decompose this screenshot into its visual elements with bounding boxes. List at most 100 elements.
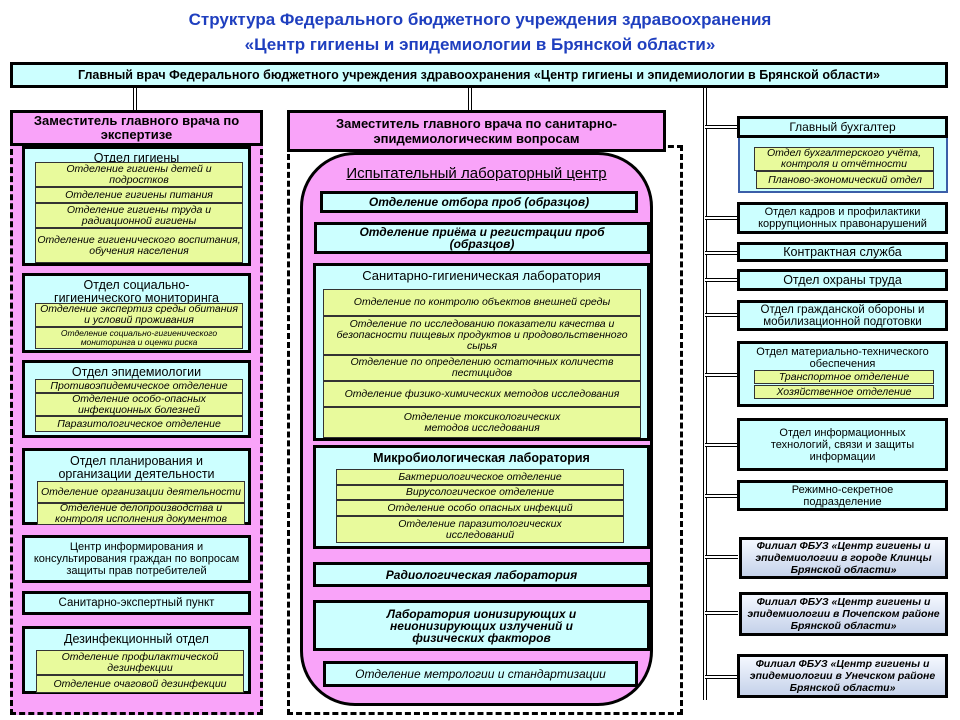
sub-unit: Отделение очаговой дезинфекции [36, 675, 244, 693]
radio-lab-label: Радиологическая лаборатория [385, 567, 578, 582]
secret-label: Режимно-секретное подразделение [791, 483, 894, 508]
sub-unit: Отделение по определению остаточных коли… [323, 355, 641, 381]
branch-label: Филиал ФБУЗ «Центр гигиены и эпидемиолог… [755, 540, 932, 576]
micro-lab: Микробиологическая лаборатория Бактериол… [313, 445, 650, 549]
ionizing-lab-label: Лаборатория ионизирующих и неионизирующи… [386, 606, 577, 645]
sub-unit: Противоэпидемическое отделение [35, 379, 243, 393]
contract-label: Контрактная служба [783, 245, 902, 259]
sub-unit: Отделение гигиенического воспитания, обу… [35, 228, 243, 263]
dept-disinfection: Дезинфекционный отдел Отделение профилак… [22, 626, 251, 694]
chief-doctor-box: Главный врач Федерального бюджетного учр… [10, 62, 948, 88]
branch-label: Филиал ФБУЗ «Центр гигиены и эпидемиолог… [749, 658, 936, 694]
reception-label: Отделение приёма и регистрации проб (обр… [359, 225, 605, 251]
sub-unit: Отделение особо-опасных инфекционных бол… [35, 393, 243, 416]
branch-klintsy: Филиал ФБУЗ «Центр гигиены и эпидемиолог… [739, 537, 948, 579]
civil-label: Отдел гражданской обороны и мобилизацион… [760, 303, 925, 328]
connector [705, 251, 738, 255]
connector [705, 675, 738, 679]
chief-doctor-label: Главный врач Федерального бюджетного учр… [78, 68, 880, 82]
sub-unit: Отделение особо опасных инфекций [336, 500, 624, 516]
dept-monitoring: Отдел социально-гигиенического мониторин… [22, 273, 251, 353]
dept-title: Отдел социально-гигиенического мониторин… [54, 278, 219, 305]
secret-unit: Режимно-секретное подразделение [737, 480, 948, 511]
sub-unit: Отделение организации деятельности [37, 481, 245, 503]
dept-title: Отдел эпидемиологии [71, 365, 202, 379]
connector [705, 278, 738, 282]
sub-unit: Бактериологическое отделение [336, 469, 624, 485]
accountant-group: Отдел бухгалтерского учёта, контроля и о… [738, 136, 948, 193]
connector-trunk [703, 86, 707, 700]
sub-unit: Отделение паразитологических исследовани… [336, 516, 624, 543]
sub-unit: Отделение экспертиз среды обитания и усл… [35, 303, 243, 327]
title-line-1: Структура Федерального бюджетного учрежд… [188, 10, 772, 29]
dept-title: Отдел планирования и организации деятель… [58, 454, 215, 481]
sampling-dept: Отделение отбора проб (образцов) [320, 191, 638, 213]
ionizing-lab: Лаборатория ионизирующих и неионизирующи… [313, 600, 650, 651]
chief-accountant: Главный бухгалтер [737, 116, 948, 138]
sub-unit: Транспортное отделение [754, 370, 934, 384]
expert-point-label: Санитарно-экспертный пункт [58, 597, 215, 609]
sub-unit: Хозяйственное отделение [754, 385, 934, 399]
sub-unit: Отделение делопроизводства и контроля ис… [37, 503, 245, 525]
sub-unit: Отделение гигиены детей и подростков [35, 162, 243, 187]
deputy-expertise: Заместитель главного врача по экспертизе [10, 110, 263, 146]
contract-service: Контрактная служба [737, 242, 948, 262]
branch-unecha: Филиал ФБУЗ «Центр гигиены и эпидемиолог… [737, 654, 948, 698]
sub-unit: Отдел бухгалтерского учёта, контроля и о… [754, 147, 934, 171]
dept-hygiene: Отдел гигиены Отделение гигиены детей и … [22, 146, 251, 266]
chief-accountant-label: Главный бухгалтер [789, 120, 896, 134]
dept-title: Отдел материально-технического обеспечен… [756, 346, 929, 370]
sub-unit: Паразитологическое отделение [35, 416, 243, 432]
connector [705, 611, 738, 615]
metrology-label: Отделение метрологии и стандартизации [355, 667, 606, 681]
hr-dept: Отдел кадров и профилактики коррупционны… [737, 202, 948, 234]
dept-title: Дезинфекционный отдел [64, 632, 209, 646]
branch-label: Филиал ФБУЗ «Центр гигиены и эпидемиолог… [747, 596, 940, 632]
deputy-sanepid: Заместитель главного врача по санитарно-… [287, 110, 666, 152]
it-dept: Отдел информационных технологий, связи и… [737, 418, 948, 471]
branch-pochep: Филиал ФБУЗ «Центр гигиены и эпидемиолог… [739, 592, 948, 636]
sub-unit: Отделение профилактической дезинфекции [36, 650, 244, 675]
sub-unit: Вирусологическое отделение [336, 485, 624, 500]
lab-title: Санитарно-гигиеническая лаборатория [362, 268, 601, 283]
reception-dept: Отделение приёма и регистрации проб (обр… [314, 222, 650, 254]
expert-point: Санитарно-экспертный пункт [22, 591, 251, 615]
deputy-sanepid-label: Заместитель главного врача по санитарно-… [335, 116, 617, 146]
sampling-label: Отделение отбора проб (образцов) [368, 195, 590, 209]
labor-label: Отдел охраны труда [783, 273, 902, 287]
info-center-label: Центр информирования и консультирования … [33, 541, 240, 577]
sub-unit: Отделение токсикологических методов иссл… [323, 407, 641, 438]
connector [705, 494, 738, 498]
sub-unit: Отделение социально-гигиенического монит… [35, 327, 243, 349]
sub-unit: Отделение по исследованию показатели кач… [323, 316, 641, 355]
connector [705, 313, 738, 317]
labor-safety-dept: Отдел охраны труда [737, 269, 948, 291]
supply-dept: Отдел материально-технического обеспечен… [737, 341, 948, 407]
sub-unit: Отделение по контролю объектов внешней с… [323, 289, 641, 316]
metrology-dept: Отделение метрологии и стандартизации [323, 661, 638, 687]
sub-unit: Отделение физико-химических методов иссл… [323, 381, 641, 407]
deputy-expertise-label: Заместитель главного врача по экспертизе [33, 113, 240, 142]
sanitary-lab: Санитарно-гигиеническая лаборатория Отде… [313, 263, 650, 441]
lab-title: Микробиологическая лаборатория [373, 451, 590, 465]
connector [705, 373, 738, 377]
civil-defense-dept: Отдел гражданской обороны и мобилизацион… [737, 300, 948, 331]
info-center: Центр информирования и консультирования … [22, 535, 251, 583]
connector [705, 555, 738, 559]
radio-lab: Радиологическая лаборатория [313, 562, 650, 587]
connector [468, 86, 472, 112]
dept-planning: Отдел планирования и организации деятель… [22, 448, 251, 525]
connector [705, 125, 738, 129]
it-label: Отдел информационных технологий, связи и… [770, 426, 915, 463]
sub-unit: Отделение гигиены питания [35, 187, 243, 203]
connector [133, 86, 137, 112]
hr-label: Отдел кадров и профилактики коррупционны… [758, 206, 927, 230]
dept-title: Отдел гигиены [93, 151, 180, 165]
sub-unit: Отделение гигиены труда и радиационной г… [35, 203, 243, 228]
dept-epidemiology: Отдел эпидемиологии Противоэпидемическое… [22, 360, 251, 438]
sub-unit: Планово-экономический отдел [756, 171, 934, 189]
connector [705, 216, 738, 220]
title-line-2: «Центр гигиены и эпидемиологии в Брянско… [244, 35, 716, 54]
connector [705, 443, 738, 447]
lab-center-title: Испытательный лабораторный центр [346, 165, 607, 182]
